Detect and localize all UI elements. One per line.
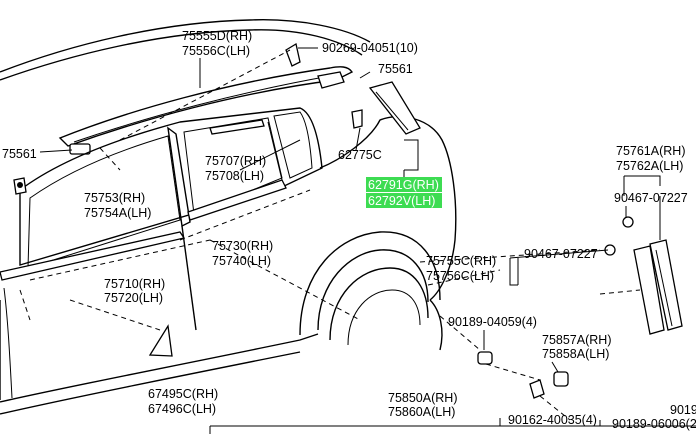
label-75555d[interactable]: 75555D(RH) <box>182 29 252 43</box>
car-body-outline <box>0 19 457 415</box>
label-75710[interactable]: 75710(RH) <box>104 277 165 291</box>
label-90269[interactable]: 90269-04051(10) <box>322 41 418 55</box>
label-75850a[interactable]: 75850A(RH) <box>388 391 457 405</box>
label-90189-b[interactable]: 90189-06006(2) <box>612 417 696 431</box>
dashed-guide-lines <box>19 49 641 421</box>
label-75754a[interactable]: 75754A(LH) <box>84 206 151 220</box>
label-90162[interactable]: 90162-40035(4) <box>508 413 597 427</box>
part-labels: 75555D(RH) 75556C(LH) 90269-04051(10) 75… <box>2 29 696 431</box>
label-75761a[interactable]: 75761A(RH) <box>616 144 685 158</box>
label-75857a[interactable]: 75857A(RH) <box>542 333 611 347</box>
label-75858a[interactable]: 75858A(LH) <box>542 347 609 361</box>
label-75556c[interactable]: 75556C(LH) <box>182 44 250 58</box>
label-75707[interactable]: 75707(RH) <box>205 154 266 168</box>
label-67496c[interactable]: 67496C(LH) <box>148 402 216 416</box>
label-75708[interactable]: 75708(LH) <box>205 169 264 183</box>
label-62792v[interactable]: 62792V(LH) <box>368 194 435 208</box>
leader-lines <box>39 47 696 434</box>
label-75762a[interactable]: 75762A(LH) <box>616 159 683 173</box>
label-75720[interactable]: 75720(LH) <box>104 291 163 305</box>
label-90467-a[interactable]: 90467-07227 <box>614 191 688 205</box>
label-75756c[interactable]: 75756C(LH) <box>426 269 494 283</box>
label-62791g[interactable]: 62791G(RH) <box>368 178 439 192</box>
label-62775c[interactable]: 62775C <box>338 148 382 162</box>
label-75740[interactable]: 75740(LH) <box>212 254 271 268</box>
rear-garnish-parts <box>477 216 683 399</box>
label-75860a[interactable]: 75860A(LH) <box>388 405 455 419</box>
label-90467-b[interactable]: 90467-07227 <box>524 247 598 261</box>
label-75755c[interactable]: 75755C(RH) <box>426 254 496 268</box>
label-90189-a[interactable]: 90189-04059(4) <box>448 315 537 329</box>
label-9019-partial[interactable]: 9019 <box>670 403 696 417</box>
label-75730[interactable]: 75730(RH) <box>212 239 273 253</box>
label-75561-left[interactable]: 75561 <box>2 147 37 161</box>
highlight-boxes <box>366 177 442 208</box>
label-75561-top[interactable]: 75561 <box>378 62 413 76</box>
label-75753[interactable]: 75753(RH) <box>84 191 145 205</box>
label-67495c[interactable]: 67495C(RH) <box>148 387 218 401</box>
